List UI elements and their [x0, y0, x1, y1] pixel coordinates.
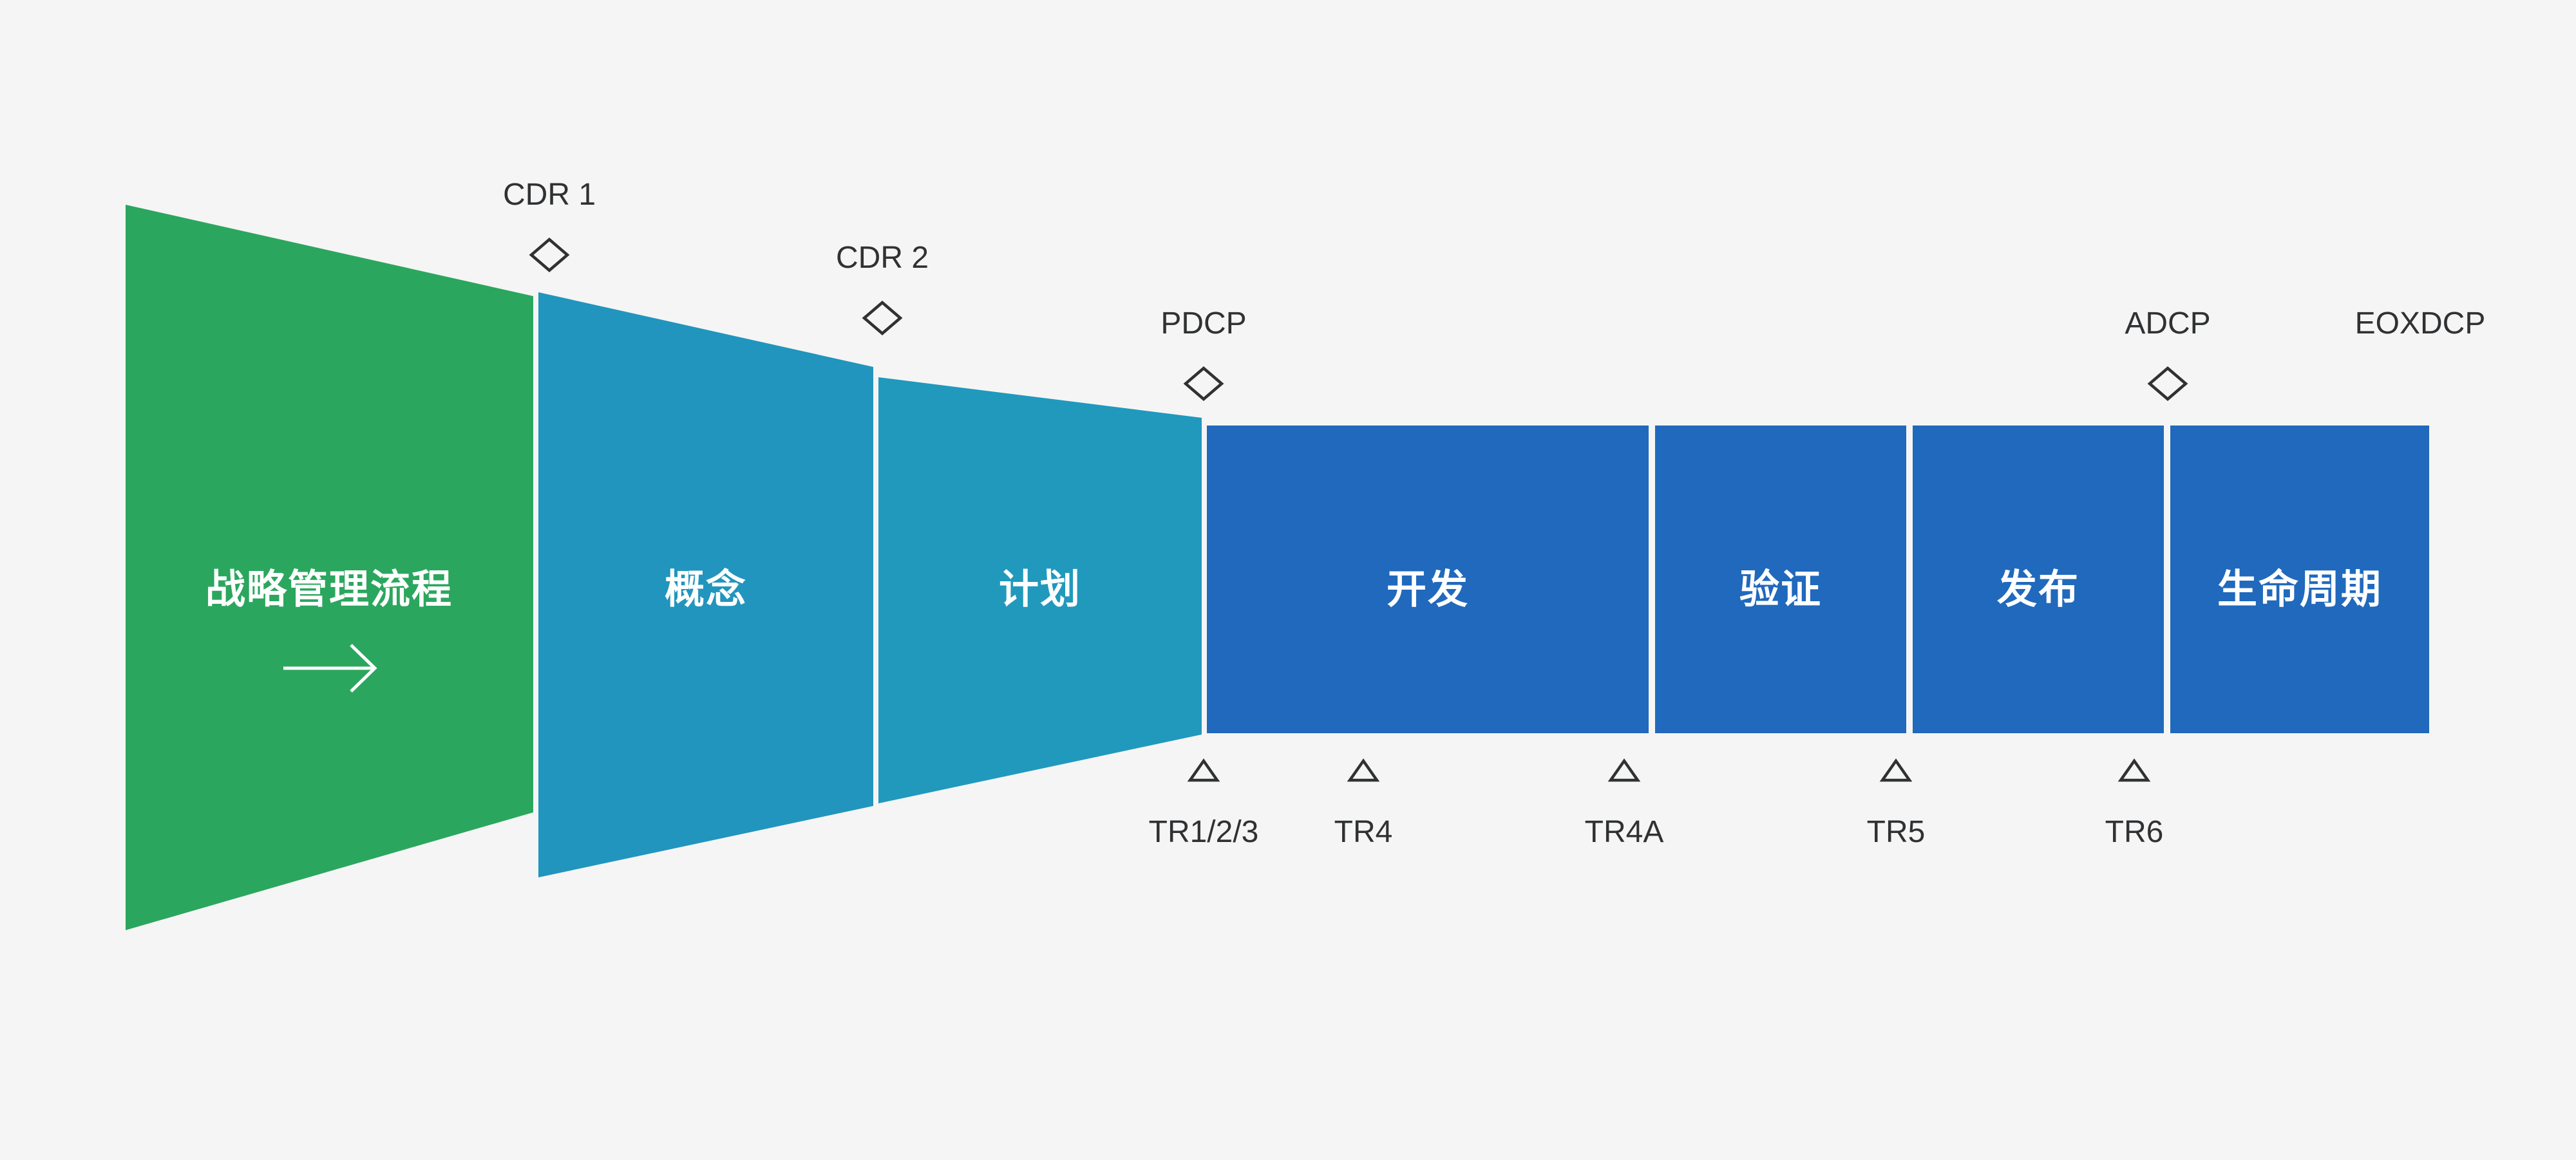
- tr-tr123[interactable]: TR1/2/3: [1149, 758, 1259, 849]
- flow-arrow-icon: [283, 644, 377, 693]
- phase-release-shape[interactable]: [1913, 426, 2164, 733]
- tr-tr4a-label: TR4A: [1585, 815, 1664, 849]
- phase-concept-shape[interactable]: [538, 292, 873, 877]
- triangle-icon: [1347, 758, 1380, 782]
- gate-pdcp-label: PDCP: [1160, 306, 1246, 341]
- tr-tr5-label: TR5: [1867, 815, 1926, 849]
- phase-plan[interactable]: 计划: [878, 377, 1202, 803]
- tr-tr4-label: TR4: [1334, 815, 1393, 849]
- triangle-icon: [1607, 758, 1641, 782]
- tr-tr4[interactable]: TR4: [1334, 758, 1393, 849]
- phase-strategy-label: 战略管理流程: [205, 567, 453, 612]
- phase-develop[interactable]: 开发: [1207, 426, 1649, 733]
- diamond-icon: [1183, 366, 1224, 401]
- gate-cdr1[interactable]: CDR 1: [503, 178, 596, 272]
- phase-plan-shape[interactable]: [878, 377, 1202, 803]
- gate-cdr2-label: CDR 2: [836, 241, 929, 275]
- phase-strategy-shape[interactable]: [126, 205, 533, 930]
- triangle-icon: [1879, 758, 1913, 782]
- phase-develop-label: 开发: [1387, 567, 1469, 612]
- phase-release[interactable]: 发布: [1913, 426, 2164, 733]
- gate-eoxdcp[interactable]: EOXDCP: [2355, 306, 2486, 341]
- tr-tr5[interactable]: TR5: [1867, 758, 1926, 849]
- phase-lifecycle[interactable]: 生命周期: [2170, 426, 2429, 733]
- phase-concept-label: 概念: [665, 566, 747, 612]
- triangle-icon: [2117, 758, 2151, 782]
- diamond-icon: [2147, 366, 2188, 401]
- phase-release-label: 发布: [1997, 567, 2079, 612]
- tr-tr6[interactable]: TR6: [2105, 758, 2164, 849]
- gate-adcp[interactable]: ADCP: [2125, 306, 2211, 401]
- phase-strategy[interactable]: 战略管理流程: [126, 205, 533, 930]
- tr-tr4a[interactable]: TR4A: [1585, 758, 1664, 849]
- diamond-icon: [862, 301, 903, 335]
- phase-lifecycle-label: 生命周期: [2217, 566, 2382, 612]
- gate-cdr1-label: CDR 1: [503, 178, 596, 212]
- diamond-icon: [529, 238, 570, 272]
- gate-adcp-label: ADCP: [2125, 306, 2210, 341]
- phase-verify-shape[interactable]: [1655, 426, 1906, 733]
- triangle-icon: [1187, 758, 1220, 782]
- gate-cdr2[interactable]: CDR 2: [836, 241, 929, 335]
- phase-develop-shape[interactable]: [1207, 426, 1649, 733]
- phase-plan-label: 计划: [999, 567, 1081, 612]
- gate-pdcp[interactable]: PDCP: [1160, 306, 1247, 401]
- phase-lifecycle-shape[interactable]: [2170, 426, 2429, 733]
- phase-verify[interactable]: 验证: [1655, 426, 1906, 733]
- tr-tr6-label: TR6: [2105, 815, 2164, 849]
- gate-eoxdcp-label: EOXDCP: [2355, 306, 2486, 341]
- phase-verify-label: 验证: [1739, 567, 1822, 612]
- tr-tr123-label: TR1/2/3: [1149, 815, 1259, 849]
- phase-concept[interactable]: 概念: [538, 292, 873, 877]
